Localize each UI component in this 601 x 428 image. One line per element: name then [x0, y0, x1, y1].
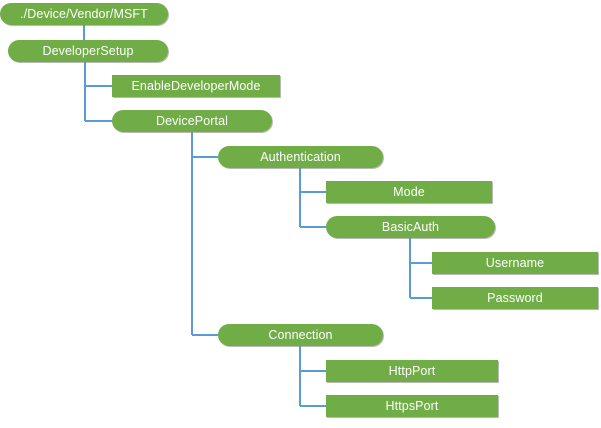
node-deviceportal[interactable]: DevicePortal	[112, 110, 272, 132]
connector-basicauth-to-password	[409, 238, 432, 299]
connector-developersetup-to-enabledevelopermode	[84, 62, 112, 87]
node-enabledevelopermode[interactable]: EnableDeveloperMode	[112, 75, 280, 97]
node-password[interactable]: Password	[432, 287, 598, 309]
node-developersetup[interactable]: DeveloperSetup	[8, 40, 168, 62]
node-httpsport[interactable]: HttpsPort	[326, 395, 498, 417]
connector-connection-to-httpsport	[299, 346, 326, 407]
node-authentication[interactable]: Authentication	[218, 146, 383, 168]
connector-deviceportal-to-authentication	[191, 132, 218, 158]
connector-authentication-to-mode	[299, 168, 326, 193]
connector-connection-to-httpport	[299, 346, 326, 372]
node-mode[interactable]: Mode	[326, 181, 492, 203]
node-httpport[interactable]: HttpPort	[326, 360, 498, 382]
connector-deviceportal-to-connection	[191, 132, 218, 336]
connector-basicauth-to-username	[409, 238, 432, 264]
node-username[interactable]: Username	[432, 252, 598, 274]
connector-authentication-to-basicauth	[299, 168, 326, 228]
node-basicauth[interactable]: BasicAuth	[326, 216, 495, 238]
node-connection[interactable]: Connection	[218, 324, 383, 346]
connector-developersetup-to-deviceportal	[84, 62, 112, 122]
node-root[interactable]: ./Device/Vendor/MSFT	[0, 3, 168, 25]
